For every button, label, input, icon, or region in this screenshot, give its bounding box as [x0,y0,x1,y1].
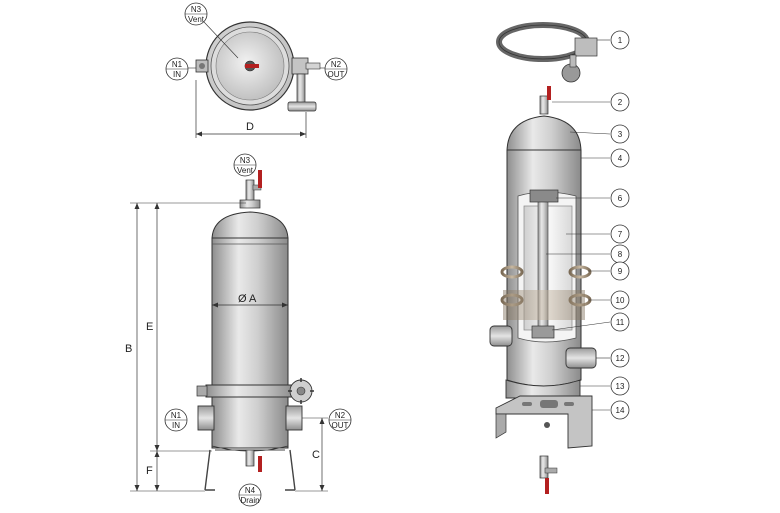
tag-top-n3: N3 Vent [184,2,208,26]
vent-valve [245,179,255,203]
svg-text:8: 8 [618,250,623,259]
dimension-b-label: B [125,343,132,355]
part-11-seat [531,325,555,339]
svg-text:N3: N3 [240,156,251,165]
svg-text:OUT: OUT [332,421,349,430]
tag-side-n3: N3 Vent [233,153,257,177]
svg-text:N2: N2 [331,60,342,69]
callout-3: 3 [569,124,630,144]
svg-text:Vent: Vent [188,15,205,24]
handwheel-icon [288,378,314,404]
housing-dome [211,211,289,241]
svg-text:N4: N4 [245,486,256,495]
tag-side-n4: N4 Drain [238,483,262,507]
support-legs [204,449,296,491]
tag-top-n2: N2 OUT [324,57,348,81]
svg-text:14: 14 [616,406,625,415]
dimension-a: Ø A [212,293,288,308]
svg-text:12: 12 [616,354,625,363]
part-2-vent-valve [539,95,549,115]
drain-valve-handle [258,456,262,472]
cutaway-view [489,22,598,494]
tag-side-n1: N1 IN [164,408,188,432]
part-3-cover [506,115,582,153]
svg-text:N1: N1 [172,60,183,69]
part-6-spring-plate [529,189,559,203]
dimension-c-label: C [312,449,320,461]
drain-valve-exploded [539,455,549,479]
outlet-nozzle [285,405,303,431]
svg-text:IN: IN [173,70,181,79]
svg-text:6: 6 [618,194,623,203]
dimension-d: D [195,80,307,138]
svg-text:1: 1 [618,36,623,45]
svg-text:IN: IN [172,421,180,430]
dimension-e-label: E [146,321,153,333]
part-12-outlet [565,347,597,369]
svg-text:10: 10 [616,296,625,305]
clamp-ring [205,384,295,398]
part-14-bracket [495,395,593,449]
svg-text:Drain: Drain [240,496,259,505]
svg-text:13: 13 [616,382,625,391]
svg-text:9: 9 [618,267,623,276]
vent-valve-handle [258,170,262,188]
svg-text:N1: N1 [171,411,182,420]
callout-10: 10 [588,290,630,310]
callout-8: 8 [546,244,630,264]
callout-11: 11 [551,312,630,332]
callout-1: 1 [597,30,630,50]
svg-text:N3: N3 [191,5,202,14]
svg-text:2: 2 [618,98,623,107]
top-view: D [188,21,326,138]
dimension-d-label: D [246,121,254,133]
inlet-nozzle [197,405,215,431]
svg-text:4: 4 [618,154,623,163]
svg-text:Vent: Vent [237,166,254,175]
part-10-gasket [503,290,585,320]
callout-6: 6 [556,188,630,208]
tag-side-n2: N2 OUT [328,408,352,432]
svg-text:OUT: OUT [328,70,345,79]
callout-12: 12 [596,348,630,368]
drain-valve [245,449,255,467]
dimension-a-label: Ø A [238,293,257,305]
tag-top-n1: N1 IN [165,57,189,81]
svg-text:11: 11 [616,318,625,327]
svg-text:7: 7 [618,230,623,239]
callout-2: 2 [552,92,630,112]
callout-7: 7 [566,224,630,244]
svg-text:N2: N2 [335,411,346,420]
clamp-bolt [296,73,306,105]
part-13-bottom [505,379,581,399]
callout-4: 4 [581,148,630,168]
housing-body [211,237,289,449]
callout-9: 9 [588,261,630,281]
clamp-latch [291,57,309,75]
svg-text:3: 3 [618,130,623,139]
wing-nut-icon [287,101,317,112]
callout-14: 14 [592,400,630,420]
callout-13: 13 [580,376,630,396]
front-view: Ø A [196,170,314,491]
dimension-f-label: F [146,465,153,477]
dimension-lines-front: B E F C [125,202,328,492]
part-callouts: 1 2 3 4 6 7 8 [546,30,630,420]
